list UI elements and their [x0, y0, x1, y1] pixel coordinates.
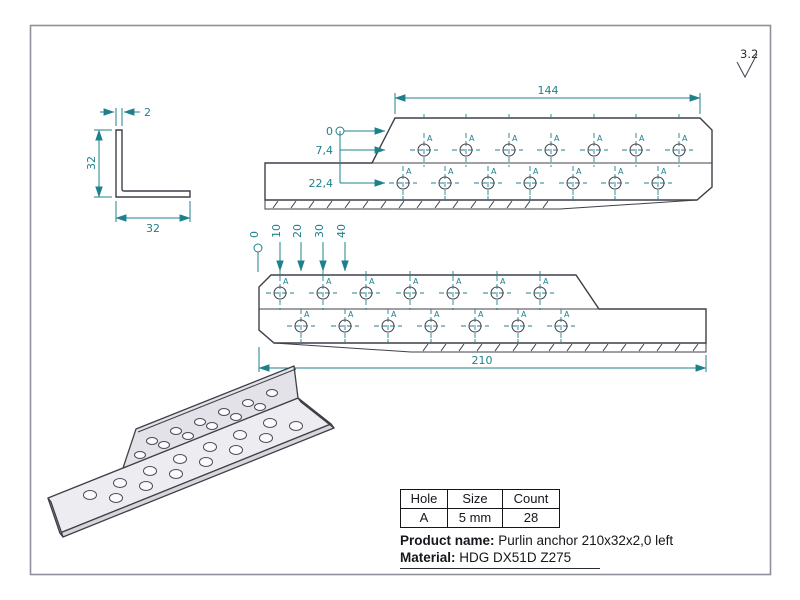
- hole-marker: [546, 308, 576, 344]
- dim-height: 32: [85, 129, 112, 198]
- dim-width: 32: [115, 201, 191, 235]
- hole-marker: [265, 275, 295, 311]
- hole-marker: [395, 275, 425, 311]
- table-cell: 5 mm: [447, 508, 503, 528]
- iso-face-holes: [83, 418, 303, 503]
- hole-marker: [525, 275, 555, 311]
- hole-marker: [494, 132, 524, 168]
- product-name-value: Purlin anchor 210x32x2,0 left: [498, 533, 674, 548]
- hole-marker: [664, 132, 694, 168]
- ordinate-dims-view2: 0 10 20 30 40: [248, 224, 349, 272]
- plate-view-1: 144 0 7,4 22,4: [264, 84, 713, 210]
- hole-marker: [600, 165, 630, 201]
- hole-marker: [409, 132, 439, 168]
- ordinate-value: 22,4: [309, 177, 334, 190]
- ordinate-value: 10: [270, 224, 283, 238]
- hole-marker: [430, 165, 460, 201]
- product-name-line: Product name: Purlin anchor 210x32x2,0 l…: [400, 532, 673, 549]
- drawing-frame: [29, 24, 772, 576]
- title-block: Product name: Purlin anchor 210x32x2,0 l…: [400, 532, 673, 569]
- hole-marker: [308, 275, 338, 311]
- table-cell: A: [400, 508, 448, 528]
- hole-marker: [482, 275, 512, 311]
- dim-210-value: 210: [472, 354, 493, 367]
- material-line: Material: HDG DX51D Z275: [400, 549, 600, 569]
- hole-marker: [579, 132, 609, 168]
- hole-marker: [351, 275, 381, 311]
- hole-marker: [460, 308, 490, 344]
- dim-height-value: 32: [85, 156, 98, 170]
- hole-marker: [473, 165, 503, 201]
- hole-marker: [451, 132, 481, 168]
- hole-marker: [621, 132, 651, 168]
- hole-marker: [286, 308, 316, 344]
- roughness-check-icon: [736, 53, 758, 79]
- hole-marker: [416, 308, 446, 344]
- material-value: HDG DX51D Z275: [459, 550, 572, 565]
- hole-table: Hole Size Count A 5 mm 28: [400, 489, 560, 528]
- surface-finish-value: 3.2: [740, 47, 758, 61]
- plate-view-2: 0 10 20 30 40 210: [248, 224, 707, 372]
- hole-marker: [515, 165, 545, 201]
- table-header-cell: Hole: [400, 489, 448, 509]
- product-name-label: Product name:: [400, 533, 495, 548]
- hole-marker: [536, 132, 566, 168]
- iso-right-end: [297, 397, 335, 429]
- plate1-edge-centerline-ticks: [402, 114, 680, 204]
- plate2-strip-ticks: [422, 343, 699, 352]
- section-profile: [115, 129, 191, 198]
- table-header-cell: Count: [502, 489, 560, 509]
- iso-flange-thickness-edge: [137, 368, 297, 433]
- plate1-strip-ticks: [272, 200, 549, 209]
- table-cell: 28: [502, 508, 560, 528]
- dim-length-144: 144: [394, 84, 701, 114]
- dim-144-value: 144: [538, 84, 559, 97]
- dim-thickness: 2: [100, 106, 151, 126]
- plate2-edge-strip: [273, 342, 707, 353]
- hole-marker: [438, 275, 468, 311]
- plate1-edge-strip: [264, 199, 698, 210]
- hole-marker: [558, 165, 588, 201]
- ordinate-value: 0: [326, 125, 333, 138]
- ordinate-value: 20: [291, 224, 304, 238]
- iso-flange-holes: [134, 389, 278, 459]
- dim-length-210: 210: [258, 347, 707, 372]
- surface-finish-symbol: 3.2: [736, 47, 758, 79]
- ordinate-dims-view1: 0 7,4 22,4: [309, 125, 386, 190]
- hole-marker: [330, 308, 360, 344]
- table-header-cell: Size: [447, 489, 503, 509]
- ordinate-value: 0: [248, 231, 261, 238]
- ordinate-value: 7,4: [316, 144, 334, 157]
- section-view: 2 32 32: [85, 106, 191, 235]
- hole-marker: [373, 308, 403, 344]
- hole-table-header-row: Hole Size Count: [400, 489, 560, 509]
- hole-marker: [388, 165, 418, 201]
- dim-thickness-value: 2: [144, 106, 151, 119]
- iso-left-end: [47, 497, 64, 538]
- hole-marker: [643, 165, 673, 201]
- dim-width-value: 32: [146, 222, 160, 235]
- ordinate-value: 30: [313, 224, 326, 238]
- hole-table-data-row: A 5 mm 28: [400, 508, 560, 528]
- isometric-view: [47, 365, 335, 538]
- hole-marker: [503, 308, 533, 344]
- ordinate-value: 40: [335, 224, 348, 238]
- material-label: Material:: [400, 550, 456, 565]
